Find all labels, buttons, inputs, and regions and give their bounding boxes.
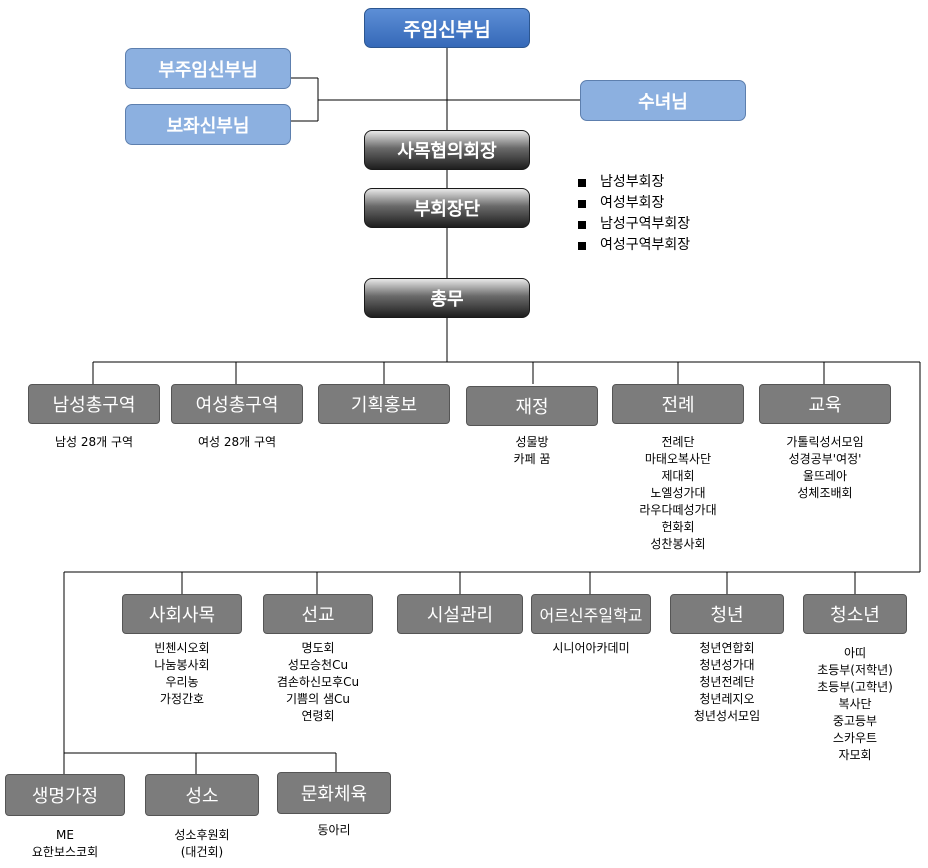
sub-item: 시니어아카데미 xyxy=(552,641,630,655)
dept-women-districts: 여성총구역 xyxy=(171,384,303,424)
vice-pastor-box: 보좌신부님 xyxy=(125,104,291,145)
bullet-icon xyxy=(578,199,586,208)
dept-life-family: 생명가정 xyxy=(5,774,125,816)
dept-senior-school-items: 시니어아카데미 xyxy=(531,640,651,657)
sub-item: 복사단 xyxy=(838,697,872,711)
bullet-icon xyxy=(578,178,586,187)
sister-box: 수녀님 xyxy=(580,80,746,121)
sub-item: 동아리 xyxy=(317,823,351,837)
sub-item: 마태오복사단 xyxy=(644,452,712,466)
sub-item: 청년성서모임 xyxy=(693,709,761,723)
dept-finance-items: 성물방 카페 꿈 xyxy=(466,434,598,468)
sub-item: 성모승천Cu xyxy=(287,658,349,672)
sub-item: 겸손하신모후Cu xyxy=(276,675,360,689)
dept-finance: 재정 xyxy=(466,386,598,426)
sub-item: 라우다떼성가대 xyxy=(639,503,717,517)
sub-item: 기쁨의 샘Cu xyxy=(286,692,350,706)
sub-item: 청년연합회 xyxy=(699,641,755,655)
dept-liturgy: 전례 xyxy=(612,384,744,424)
council-president-box: 사목협의회장 xyxy=(364,130,530,170)
dept-culture-sports: 문화체육 xyxy=(277,772,391,814)
sub-item: 자모회 xyxy=(838,748,872,762)
list-item-label: 남성구역부회장 xyxy=(600,216,691,232)
sub-item: 청년성가대 xyxy=(699,658,755,672)
sub-item: 전례단 xyxy=(661,435,695,449)
dept-men-districts-items: 남성 28개 구역 xyxy=(28,434,160,451)
dept-vocations: 성소 xyxy=(145,774,259,816)
sub-item: 가톨릭성서모임 xyxy=(786,435,864,449)
dept-youth-items: 아띠 초등부(저학년) 초등부(고학년) 복사단 중고등부 스카우트 자모회 xyxy=(795,645,915,764)
sub-item: 청년레지오 xyxy=(699,692,755,706)
list-item-label: 여성구역부회장 xyxy=(600,237,691,253)
sub-item: 헌화회 xyxy=(661,520,695,534)
dept-education: 교육 xyxy=(759,384,891,424)
list-item: 여성구역부회장 xyxy=(578,235,690,256)
list-item-label: 여성부회장 xyxy=(600,195,665,211)
sub-item: 노엘성가대 xyxy=(650,486,706,500)
sub-item: 빈첸시오회 xyxy=(154,641,210,655)
sub-item: 명도회 xyxy=(301,641,335,655)
sub-item: 나눔봉사회 xyxy=(154,658,210,672)
sub-item: 스카우트 xyxy=(832,731,878,745)
dept-men-districts: 남성총구역 xyxy=(28,384,160,424)
sub-item: 성물방 xyxy=(515,435,549,449)
list-item: 남성구역부회장 xyxy=(578,214,690,235)
sub-item: 청년전례단 xyxy=(699,675,755,689)
dept-mission-items: 명도회 성모승천Cu 겸손하신모후Cu 기쁨의 샘Cu 연령회 xyxy=(253,640,383,725)
sub-item: 성찬봉사회 xyxy=(650,537,706,551)
dept-culture-sports-items: 동아리 xyxy=(274,822,394,839)
sub-item: 우리농 xyxy=(165,675,199,689)
sub-item: 아띠 xyxy=(843,646,867,660)
dept-planning-pr: 기획홍보 xyxy=(318,384,450,424)
dept-senior-school: 어르신주일학교 xyxy=(531,594,651,634)
sub-item: 울뜨레아 xyxy=(802,469,848,483)
dept-liturgy-items: 전례단 마태오복사단 제대회 노엘성가대 라우다떼성가대 헌화회 성찬봉사회 xyxy=(612,434,744,553)
dept-social-ministry: 사회사목 xyxy=(122,594,242,634)
list-item-label: 남성부회장 xyxy=(600,174,665,190)
sub-item: (대건회) xyxy=(180,845,224,859)
dept-social-ministry-items: 빈첸시오회 나눔봉사회 우리농 가정간호 xyxy=(122,640,242,708)
sub-item: 가정간호 xyxy=(159,692,205,706)
sub-item: 제대회 xyxy=(661,469,695,483)
sub-item: 성경공부'여정' xyxy=(788,452,862,466)
bullet-icon xyxy=(578,241,586,250)
sub-item: 중고등부 xyxy=(832,714,878,728)
dept-education-items: 가톨릭성서모임 성경공부'여정' 울뜨레아 성체조배회 xyxy=(759,434,891,502)
dept-mission: 선교 xyxy=(263,594,373,634)
bullet-icon xyxy=(578,220,586,229)
sub-item: 카페 꿈 xyxy=(513,452,551,466)
sub-item: 초등부(고학년) xyxy=(817,680,893,694)
dept-youth: 청소년 xyxy=(803,594,907,634)
dept-women-districts-items: 여성 28개 구역 xyxy=(171,434,303,451)
vice-presidents-box: 부회장단 xyxy=(364,188,530,228)
vice-president-list: 남성부회장 여성부회장 남성구역부회장 여성구역부회장 xyxy=(578,172,690,256)
dept-young-adults: 청년 xyxy=(670,594,784,634)
sub-item: 초등부(저학년) xyxy=(817,663,893,677)
list-item: 여성부회장 xyxy=(578,193,690,214)
sub-item: 여성 28개 구역 xyxy=(197,435,277,449)
sub-item: 성체조배회 xyxy=(797,486,853,500)
dept-facilities: 시설관리 xyxy=(397,594,523,634)
pastor-box: 주임신부님 xyxy=(364,8,530,48)
sub-item: 연령회 xyxy=(301,709,335,723)
dept-vocations-items: 성소후원회 (대건회) xyxy=(142,827,262,861)
sub-item: 요한보스코회 xyxy=(31,845,99,859)
dept-young-adults-items: 청년연합회 청년성가대 청년전례단 청년레지오 청년성서모임 xyxy=(667,640,787,725)
assistant-pastor-box: 부주임신부님 xyxy=(125,48,291,89)
sub-item: ME xyxy=(56,828,74,842)
sub-item: 성소후원회 xyxy=(174,828,230,842)
general-affairs-box: 총무 xyxy=(364,278,530,318)
dept-life-family-items: ME 요한보스코회 xyxy=(5,827,125,861)
sub-item: 남성 28개 구역 xyxy=(54,435,134,449)
list-item: 남성부회장 xyxy=(578,172,690,193)
